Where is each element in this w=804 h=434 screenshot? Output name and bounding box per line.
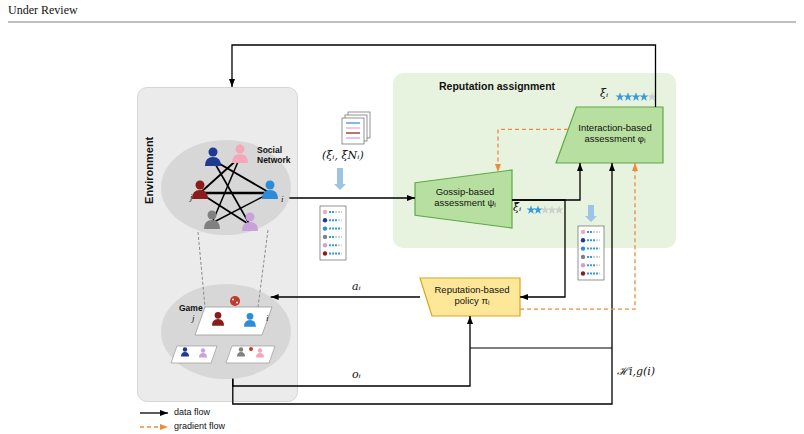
legend-sample	[140, 412, 168, 413]
header-rule	[8, 22, 796, 23]
list-agent	[581, 255, 585, 259]
record-sheet	[348, 112, 370, 138]
record-line	[346, 137, 360, 138]
record-line	[346, 127, 360, 128]
trapezoid-fill	[415, 170, 512, 228]
record-line	[346, 122, 360, 123]
agent-label: j	[190, 192, 193, 202]
legend-sample	[140, 426, 168, 427]
list-stars	[338, 244, 342, 246]
list-stars	[341, 228, 342, 230]
reputation-list	[320, 206, 346, 260]
agent-label: i	[266, 313, 269, 323]
node-label: Reputation-based policy πᵢ	[426, 285, 518, 307]
node-label: Environment	[143, 95, 156, 245]
list-stars	[593, 256, 600, 258]
flow-label: (ξᵢ, ξNᵢ)	[322, 150, 364, 163]
running-header: Under Review	[8, 4, 78, 18]
record-sheet	[342, 118, 364, 144]
list-agent	[323, 243, 327, 247]
game-ellipse: Game	[161, 284, 291, 379]
node-label: Reputation assignment	[439, 80, 619, 92]
list-stars	[338, 219, 342, 221]
illustration	[8, 22, 796, 363]
list-stars	[335, 211, 342, 213]
list-agent	[323, 210, 327, 214]
environment-panel: Environment Social NetworkGame	[137, 87, 298, 402]
list-stars	[329, 236, 334, 238]
list-agent	[581, 271, 585, 275]
flow-label: ℋi,g(i)	[617, 366, 655, 379]
list-agent	[323, 251, 327, 255]
social-network-ellipse: Social Network	[161, 140, 291, 235]
trapezoid-fill	[420, 278, 520, 316]
list-stars	[596, 264, 600, 266]
reputation-assignment-panel: Reputation assignmentGossip-based assess…	[393, 73, 676, 248]
agent-label: j	[192, 313, 195, 323]
list-stars	[329, 219, 337, 221]
list-stars	[587, 256, 592, 258]
legend-label: gradient flow	[174, 421, 225, 431]
gossip-assessment-trapezoid: Gossip-based assessment ψᵢ	[415, 170, 512, 228]
list-agent	[581, 263, 585, 267]
summary-arrow	[334, 168, 346, 190]
flow-label: ξ̄ᵢ	[513, 202, 521, 215]
trapezoid-fill	[556, 107, 663, 163]
list-stars	[599, 273, 600, 275]
flow-label: ξᵢ	[600, 88, 608, 101]
list-stars	[587, 264, 595, 266]
agent-label: i	[281, 194, 284, 204]
ellipse-fill	[161, 284, 291, 379]
list-agent	[323, 218, 327, 222]
data-wire	[470, 347, 612, 348]
list-stars	[341, 253, 342, 255]
flow-label: oᵢ	[352, 369, 361, 382]
list-stars	[587, 273, 598, 275]
node-label: Gossip-based assessment ψᵢ	[421, 187, 509, 209]
record-sheet	[345, 115, 367, 141]
legend-label: data flow	[174, 407, 210, 417]
shape-outline	[161, 284, 291, 379]
policy-trapezoid: Reputation-based policy πᵢ	[420, 278, 520, 316]
list-stars	[329, 253, 340, 255]
interaction-assessment-trapezoid: Interaction-based assessment φᵢ	[556, 107, 663, 163]
list-stars	[329, 244, 337, 246]
list-stars	[329, 228, 340, 230]
list-agent	[323, 226, 327, 230]
list-agent	[323, 235, 327, 239]
flow-label: aᵢ	[352, 281, 361, 294]
list-stars	[329, 211, 334, 213]
record-line	[346, 132, 360, 133]
node-label: Social Network	[257, 146, 299, 166]
list-stars	[335, 236, 342, 238]
node-label: Interaction-based assessment φᵢ	[568, 123, 662, 145]
node-label: Game	[179, 304, 219, 314]
legend	[140, 413, 168, 427]
